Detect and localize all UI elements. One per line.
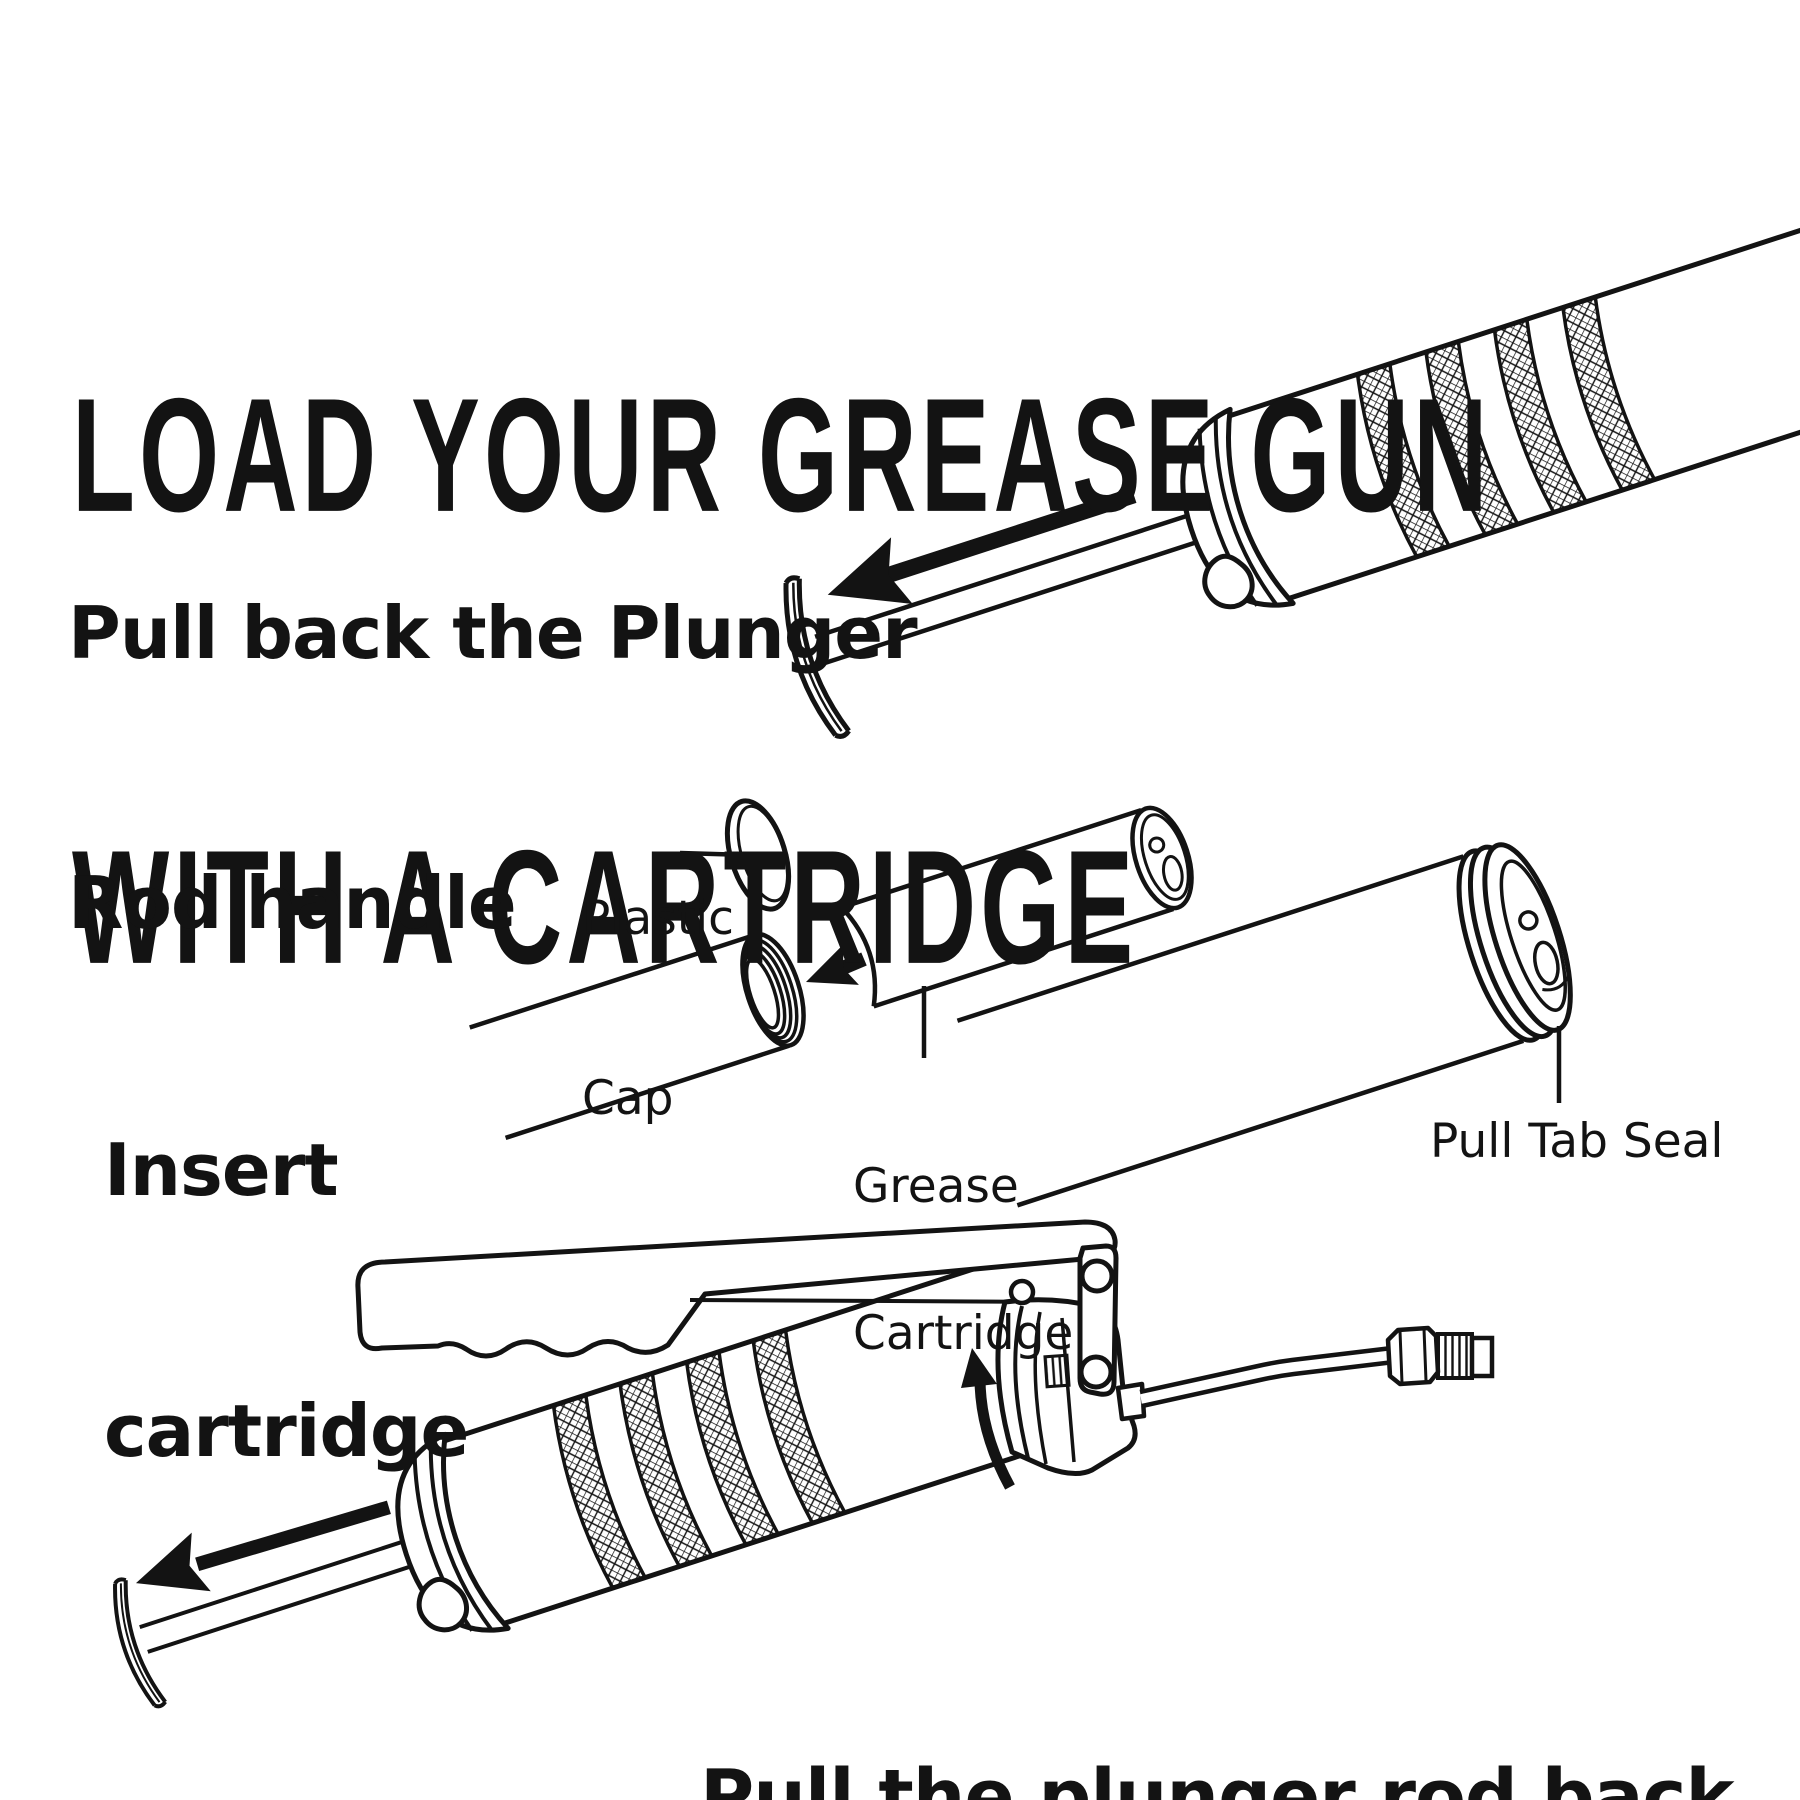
step3-caption: Pull the plunger rod back and depress th… <box>700 1572 1782 1800</box>
page-title: LOAD YOUR GREASE GUN WITH A CARTRIDGE <box>72 80 1492 1285</box>
label-grease-cartridge: Grease Cartridge <box>853 1064 1073 1456</box>
page-title-line1: LOAD YOUR GREASE GUN <box>72 365 1492 547</box>
lock-lever-button <box>1043 1353 1071 1389</box>
cartridge-pull-tab-small <box>1148 836 1184 892</box>
label-pull-tab-seal: Pull Tab Seal <box>1430 1114 1724 1169</box>
tube-thread-rings <box>740 932 806 1048</box>
step3-line1: Pull the plunger rod back <box>700 1754 1735 1800</box>
lever-linkage <box>1008 1243 1119 1397</box>
grease-cartridge-shape <box>839 805 1194 1009</box>
step1-line2: Rod handle <box>68 861 517 945</box>
label-plastic-cap-line1: Plastic <box>582 891 735 946</box>
pull-direction-arrow <box>126 1500 391 1613</box>
pointer-line-plastic-cap <box>679 850 749 858</box>
plunger-rod <box>814 510 1207 666</box>
nozzle-tube <box>1115 1345 1395 1422</box>
plunger-rod <box>139 1536 422 1654</box>
illustration-assembled-gun <box>92 1219 1495 1743</box>
step1-line1: Pull back the Plunger <box>68 591 918 675</box>
nozzle-coupler <box>1385 1325 1495 1387</box>
grease-gun-barrel <box>1225 220 1800 602</box>
pull-direction-arrow <box>816 487 1137 629</box>
label-grease-cartridge-line1: Grease <box>853 1159 1019 1214</box>
step1-caption: Pull back the Plunger Rod handle <box>68 408 918 1128</box>
step2-caption: Insert cartridge <box>104 953 469 1649</box>
label-plastic-cap: Plastic Cap <box>582 769 734 1249</box>
step2-line1: Insert <box>104 1128 339 1212</box>
gun-tube <box>469 932 806 1141</box>
lock-lever-arrow <box>961 1348 1015 1490</box>
label-plastic-cap-line2: Cap <box>582 1071 674 1126</box>
illustration-pull-back-plunger <box>764 220 1800 755</box>
label-grease-cartridge-line2: Cartridge <box>853 1306 1074 1361</box>
step2-line2: cartridge <box>104 1389 469 1473</box>
grease-gun-barrel <box>440 1257 1061 1627</box>
insert-direction-arrow <box>798 944 867 1003</box>
page-title-line2: WITH A CARTRIDGE <box>72 817 1138 999</box>
plastic-cap-shape <box>724 798 792 912</box>
